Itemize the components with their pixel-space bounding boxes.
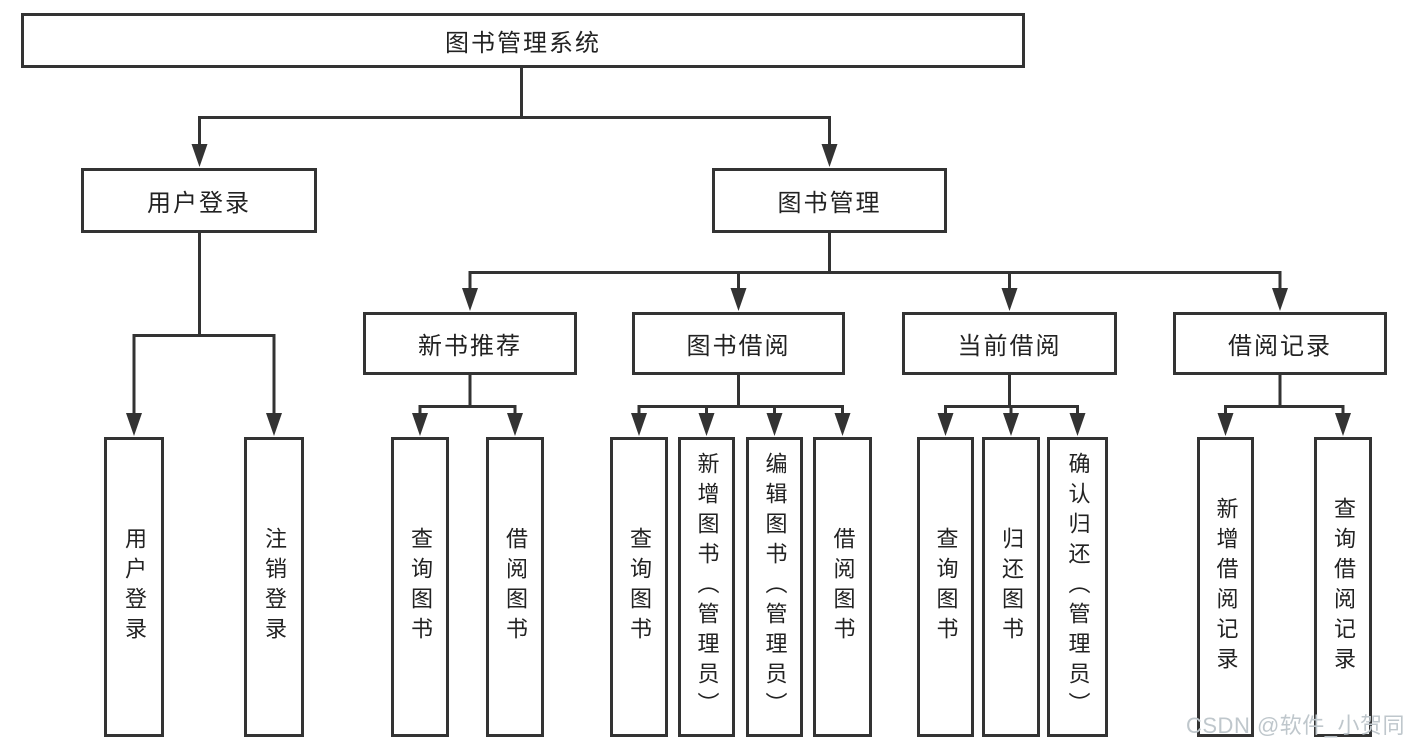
leaf-recommend-borrow-books: 借阅图书 xyxy=(486,437,544,737)
node-label: 图书管理系统 xyxy=(445,30,601,57)
node-label: 新增图书（管理员） xyxy=(694,452,720,722)
node-book-management: 图书管理 xyxy=(712,168,947,233)
leaf-current-confirm-return-admin: 确认归还（管理员） xyxy=(1047,437,1108,737)
connector-current-borrowing-lines xyxy=(944,375,1079,414)
connector-book-management-lines xyxy=(468,233,1282,290)
node-label: 查询图书 xyxy=(933,527,959,647)
node-label: 图书管理 xyxy=(777,190,882,217)
connector-root-lines xyxy=(198,68,831,146)
connector-book-borrowing-lines xyxy=(637,375,844,414)
node-label: 借阅图书 xyxy=(830,527,856,647)
node-label: 用户登录 xyxy=(147,190,251,217)
node-label: 查询图书 xyxy=(408,527,433,647)
leaf-records-add-record: 新增借阅记录 xyxy=(1197,437,1254,737)
node-user-login: 用户登录 xyxy=(81,168,317,233)
connector-current-borrowing-arrows xyxy=(937,413,1086,436)
connector-borrowing-records-arrows xyxy=(1217,413,1351,436)
node-label: 借阅记录 xyxy=(1228,333,1332,360)
connector-new-book-recommend-lines xyxy=(418,375,517,414)
connector-borrowing-records-lines xyxy=(1224,375,1345,414)
connector-book-borrowing-arrows xyxy=(631,413,851,436)
leaf-recommend-query-books: 查询图书 xyxy=(391,437,449,737)
node-book-borrowing: 图书借阅 xyxy=(632,312,845,375)
leaf-borrowing-query-books: 查询图书 xyxy=(610,437,668,737)
connector-new-book-recommend-arrows xyxy=(412,413,523,436)
connector-user-login-lines xyxy=(132,233,276,414)
node-library-management-system: 图书管理系统 xyxy=(21,13,1025,68)
connector-root-arrows xyxy=(191,144,838,167)
leaf-current-query-books: 查询图书 xyxy=(917,437,974,737)
node-label: 图书借阅 xyxy=(686,333,791,360)
node-label: 用户登录 xyxy=(122,527,147,647)
node-label: 注销登录 xyxy=(262,527,287,647)
leaf-user-login: 用户登录 xyxy=(104,437,164,737)
node-label: 归还图书 xyxy=(999,527,1024,647)
leaf-records-query-record: 查询借阅记录 xyxy=(1314,437,1372,737)
leaf-current-return-books: 归还图书 xyxy=(982,437,1040,737)
leaf-logout-login: 注销登录 xyxy=(244,437,304,737)
node-label: 借阅图书 xyxy=(503,527,528,647)
node-borrowing-records: 借阅记录 xyxy=(1173,312,1387,375)
node-label: 当前借阅 xyxy=(957,333,1062,360)
watermark: CSDN @软件_小贺同学 xyxy=(1186,713,1405,738)
leaf-borrowing-edit-books-admin: 编辑图书（管理员） xyxy=(746,437,803,737)
node-label: 新书推荐 xyxy=(418,333,522,360)
node-label: 编辑图书（管理员） xyxy=(762,452,788,722)
node-label: 新增借阅记录 xyxy=(1213,497,1239,677)
connector-user-login-arrows xyxy=(126,413,282,436)
leaf-borrowing-borrow-books: 借阅图书 xyxy=(813,437,872,737)
connector-book-management-arrows xyxy=(462,288,1288,311)
node-label: 查询借阅记录 xyxy=(1331,497,1356,677)
node-label: 确认归还（管理员） xyxy=(1065,452,1091,722)
leaf-borrowing-add-books-admin: 新增图书（管理员） xyxy=(678,437,735,737)
node-label: 查询图书 xyxy=(627,527,652,647)
node-current-borrowing: 当前借阅 xyxy=(902,312,1117,375)
node-new-book-recommend: 新书推荐 xyxy=(363,312,577,375)
